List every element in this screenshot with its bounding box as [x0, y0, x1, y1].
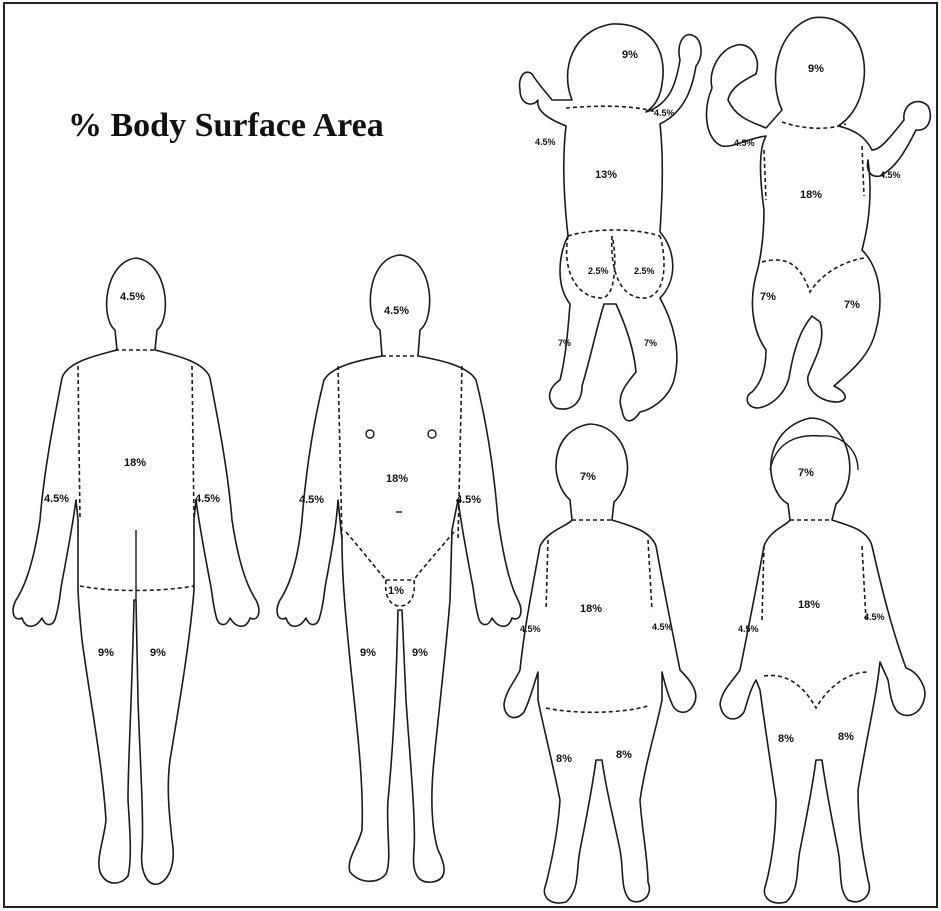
- infant-back-silhouette: [520, 24, 701, 421]
- infant-front-head-label: 9%: [808, 63, 824, 75]
- child-back-left-leg-label: 8%: [556, 753, 572, 765]
- adult-front-head-label: 4.5%: [384, 305, 409, 317]
- child-front-right-leg-label: 8%: [838, 731, 854, 743]
- adult-front-genitals-label: 1%: [388, 585, 404, 597]
- adult-back-right-arm-label: 4.5%: [195, 493, 220, 505]
- child-back-left-arm-label: 4.5%: [520, 624, 541, 634]
- child-back-trunk-label: 18%: [580, 603, 602, 615]
- infant-back-right-buttock-label: 2.5%: [634, 266, 655, 276]
- child-back-silhouette: [504, 424, 696, 903]
- infant-front-silhouette: [707, 17, 931, 408]
- child-front-trunk-label: 18%: [798, 599, 820, 611]
- child-front-figure: 7% 18% 4.5% 4.5% 8% 8%: [720, 418, 925, 903]
- infant-front-right-leg-label: 7%: [844, 299, 860, 311]
- adult-back-right-leg-label: 9%: [150, 647, 166, 659]
- child-back-right-leg-label: 8%: [616, 749, 632, 761]
- infant-back-right-leg-label: 7%: [644, 338, 657, 348]
- adult-front-right-arm-label: 4.5%: [456, 494, 481, 506]
- adult-front-trunk-label: 18%: [386, 473, 408, 485]
- infant-back-figure: 9% 4.5% 4.5% 13% 2.5% 2.5% 7% 7%: [520, 24, 701, 421]
- adult-back-trunk-label: 18%: [124, 457, 146, 469]
- adult-front-left-leg-label: 9%: [360, 647, 376, 659]
- diagram-title: % Body Surface Area: [68, 107, 384, 144]
- child-back-right-arm-label: 4.5%: [652, 622, 673, 632]
- child-front-left-leg-label: 8%: [778, 733, 794, 745]
- infant-front-figure: 9% 4.5% 4.5% 18% 7% 7%: [707, 17, 931, 408]
- child-front-left-arm-label: 4.5%: [738, 624, 759, 634]
- adult-front-right-leg-label: 9%: [412, 647, 428, 659]
- adult-front-figure: 4.5% 18% 4.5% 4.5% 1% 9% 9%: [277, 255, 521, 882]
- child-back-figure: 7% 18% 4.5% 4.5% 8% 8%: [504, 424, 696, 903]
- child-front-right-arm-label: 4.5%: [864, 612, 885, 622]
- infant-back-left-buttock-label: 2.5%: [588, 266, 609, 276]
- infant-front-trunk-label: 18%: [800, 189, 822, 201]
- infant-back-right-arm-label: 4.5%: [654, 108, 675, 118]
- adult-back-left-leg-label: 9%: [98, 647, 114, 659]
- child-back-head-label: 7%: [580, 471, 596, 483]
- infant-back-trunk-label: 13%: [595, 169, 617, 181]
- adult-front-left-arm-label: 4.5%: [299, 494, 324, 506]
- adult-back-figure: 4.5% 18% 4.5% 4.5% 9% 9%: [13, 258, 259, 884]
- infant-front-left-leg-label: 7%: [760, 291, 776, 303]
- infant-back-left-arm-label: 4.5%: [535, 137, 556, 147]
- infant-back-head-label: 9%: [622, 49, 638, 61]
- adult-back-left-arm-label: 4.5%: [44, 493, 69, 505]
- child-front-silhouette: [720, 418, 925, 903]
- infant-front-right-arm-label: 4.5%: [880, 170, 901, 180]
- child-front-head-label: 7%: [798, 467, 814, 479]
- infant-front-left-arm-label: 4.5%: [734, 138, 755, 148]
- adult-back-head-label: 4.5%: [120, 291, 145, 303]
- adult-front-silhouette: [277, 255, 521, 882]
- infant-back-left-leg-label: 7%: [558, 338, 571, 348]
